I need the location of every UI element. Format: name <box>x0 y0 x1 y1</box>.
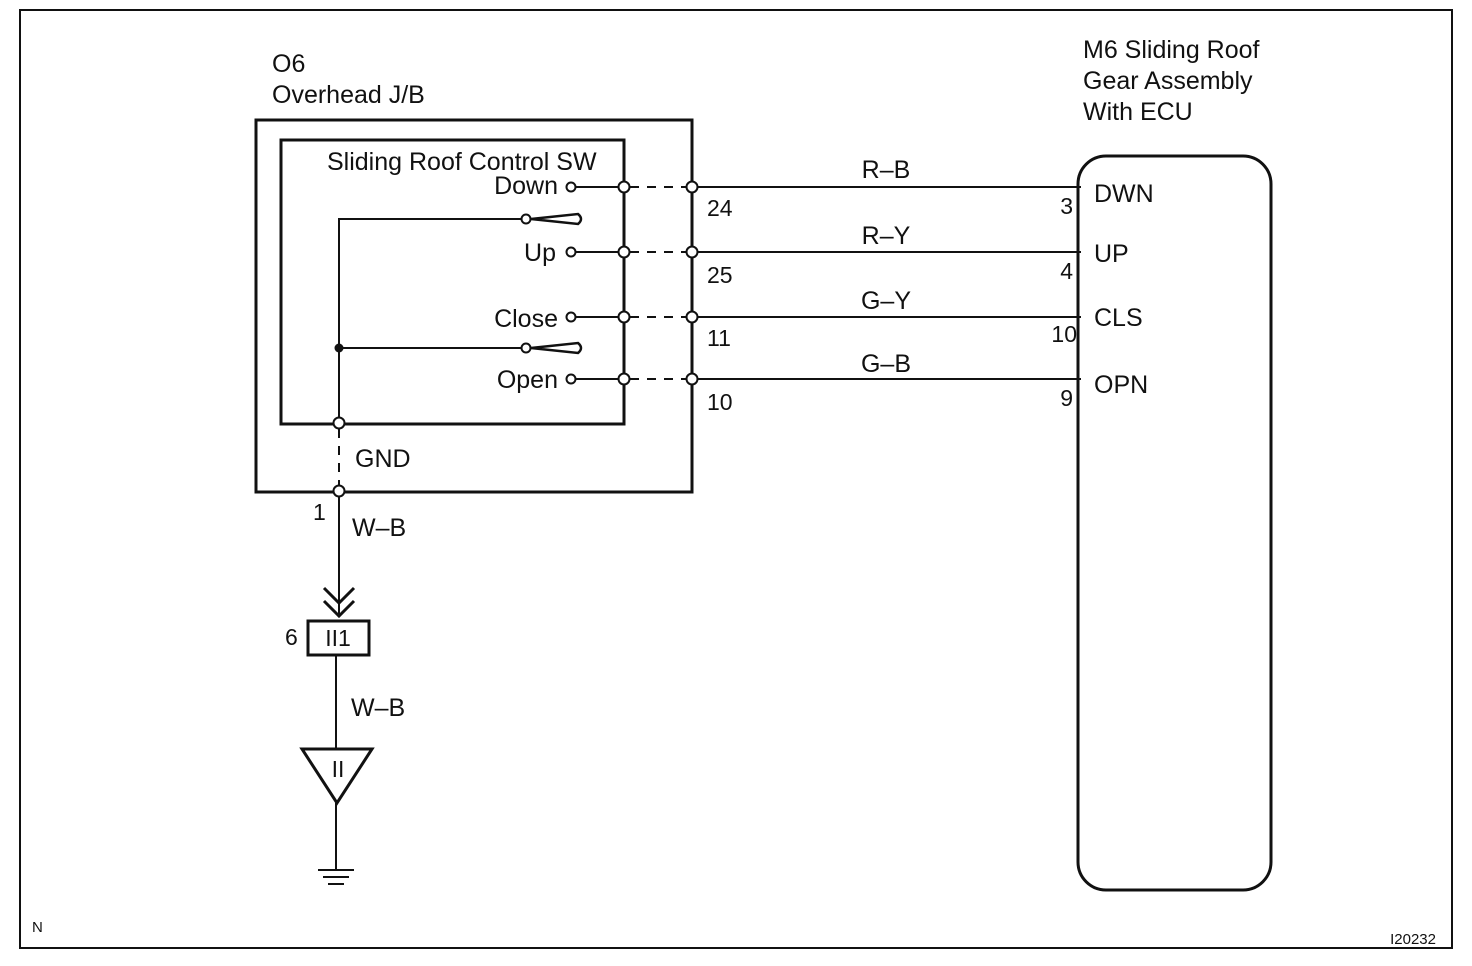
switch-contact-open <box>565 373 577 385</box>
ground-wire-color-1: W–B <box>352 514 406 542</box>
switch-terminal-open <box>617 372 631 386</box>
ecu-terminal-up: UP <box>1094 240 1129 268</box>
switch-terminal-up <box>617 245 631 259</box>
switch-terminal-close <box>617 310 631 324</box>
switch-arm-pivot-closeopen <box>520 342 532 354</box>
ecu-terminal-open: OPN <box>1094 371 1148 399</box>
jb-name: Overhead J/B <box>272 81 425 109</box>
corner-code: N <box>32 919 43 936</box>
figure-id: I20232 <box>1390 931 1436 948</box>
ecu-title-line-3: With ECU <box>1083 98 1193 126</box>
switch-label-down: Down <box>494 172 558 200</box>
jb-code: O6 <box>272 50 305 78</box>
ecu-box <box>1076 154 1273 892</box>
ecu-title-line-1: M6 Sliding Roof <box>1083 36 1260 64</box>
switch-arm-pivot-updown <box>520 213 532 225</box>
switch-arm-closeopen <box>530 341 583 355</box>
ground-symbol <box>318 869 354 885</box>
control-switch-box <box>279 138 626 426</box>
ecu-pin-close: 10 <box>1051 321 1077 347</box>
ecu-title-line-2: Gear Assembly <box>1083 67 1253 95</box>
ecu-pin-open: 9 <box>1060 385 1073 411</box>
jb-terminal-10 <box>685 372 699 386</box>
ecu-pin-up: 4 <box>1060 258 1073 284</box>
jb-terminal-11 <box>685 310 699 324</box>
switch-title: Sliding Roof Control SW <box>327 148 597 176</box>
switch-contact-close <box>565 311 577 323</box>
wire-color-down: R–B <box>862 156 911 184</box>
ground-point-code: II <box>332 756 345 782</box>
connector-pin: 6 <box>285 624 298 650</box>
connector-code: II1 <box>325 625 351 651</box>
connector-box <box>306 619 371 657</box>
wire-color-up: R–Y <box>862 222 911 250</box>
switch-contact-up <box>565 246 577 258</box>
jb-pin-close: 11 <box>707 325 731 351</box>
switch-gnd-terminal <box>332 416 346 430</box>
connector-arrow <box>322 586 356 619</box>
common-junction-dot <box>334 343 344 353</box>
switch-terminal-down <box>617 180 631 194</box>
jb-pin-up: 25 <box>707 262 733 288</box>
ecu-terminal-down: DWN <box>1094 180 1154 208</box>
switch-label-open: Open <box>497 366 558 394</box>
switch-contact-down <box>565 181 577 193</box>
switch-arm-updown <box>530 212 583 226</box>
jb-terminal-25 <box>685 245 699 259</box>
overhead-jb-box <box>254 118 694 494</box>
ecu-terminal-close: CLS <box>1094 304 1143 332</box>
jb-terminal-24 <box>685 180 699 194</box>
ground-wire-color-2: W–B <box>351 694 405 722</box>
wire-color-open: G–B <box>861 350 911 378</box>
switch-label-close: Close <box>494 305 558 333</box>
gnd-pin: 1 <box>313 499 326 525</box>
wire-color-close: G–Y <box>861 287 911 315</box>
jb-pin-down: 24 <box>707 195 733 221</box>
diagram-frame <box>19 9 1453 949</box>
jb-pin-open: 10 <box>707 389 733 415</box>
ground-point-triangle <box>299 747 375 806</box>
switch-label-up: Up <box>524 239 556 267</box>
jb-gnd-terminal <box>332 484 346 498</box>
gnd-label: GND <box>355 445 411 473</box>
ecu-pin-down: 3 <box>1060 193 1073 219</box>
